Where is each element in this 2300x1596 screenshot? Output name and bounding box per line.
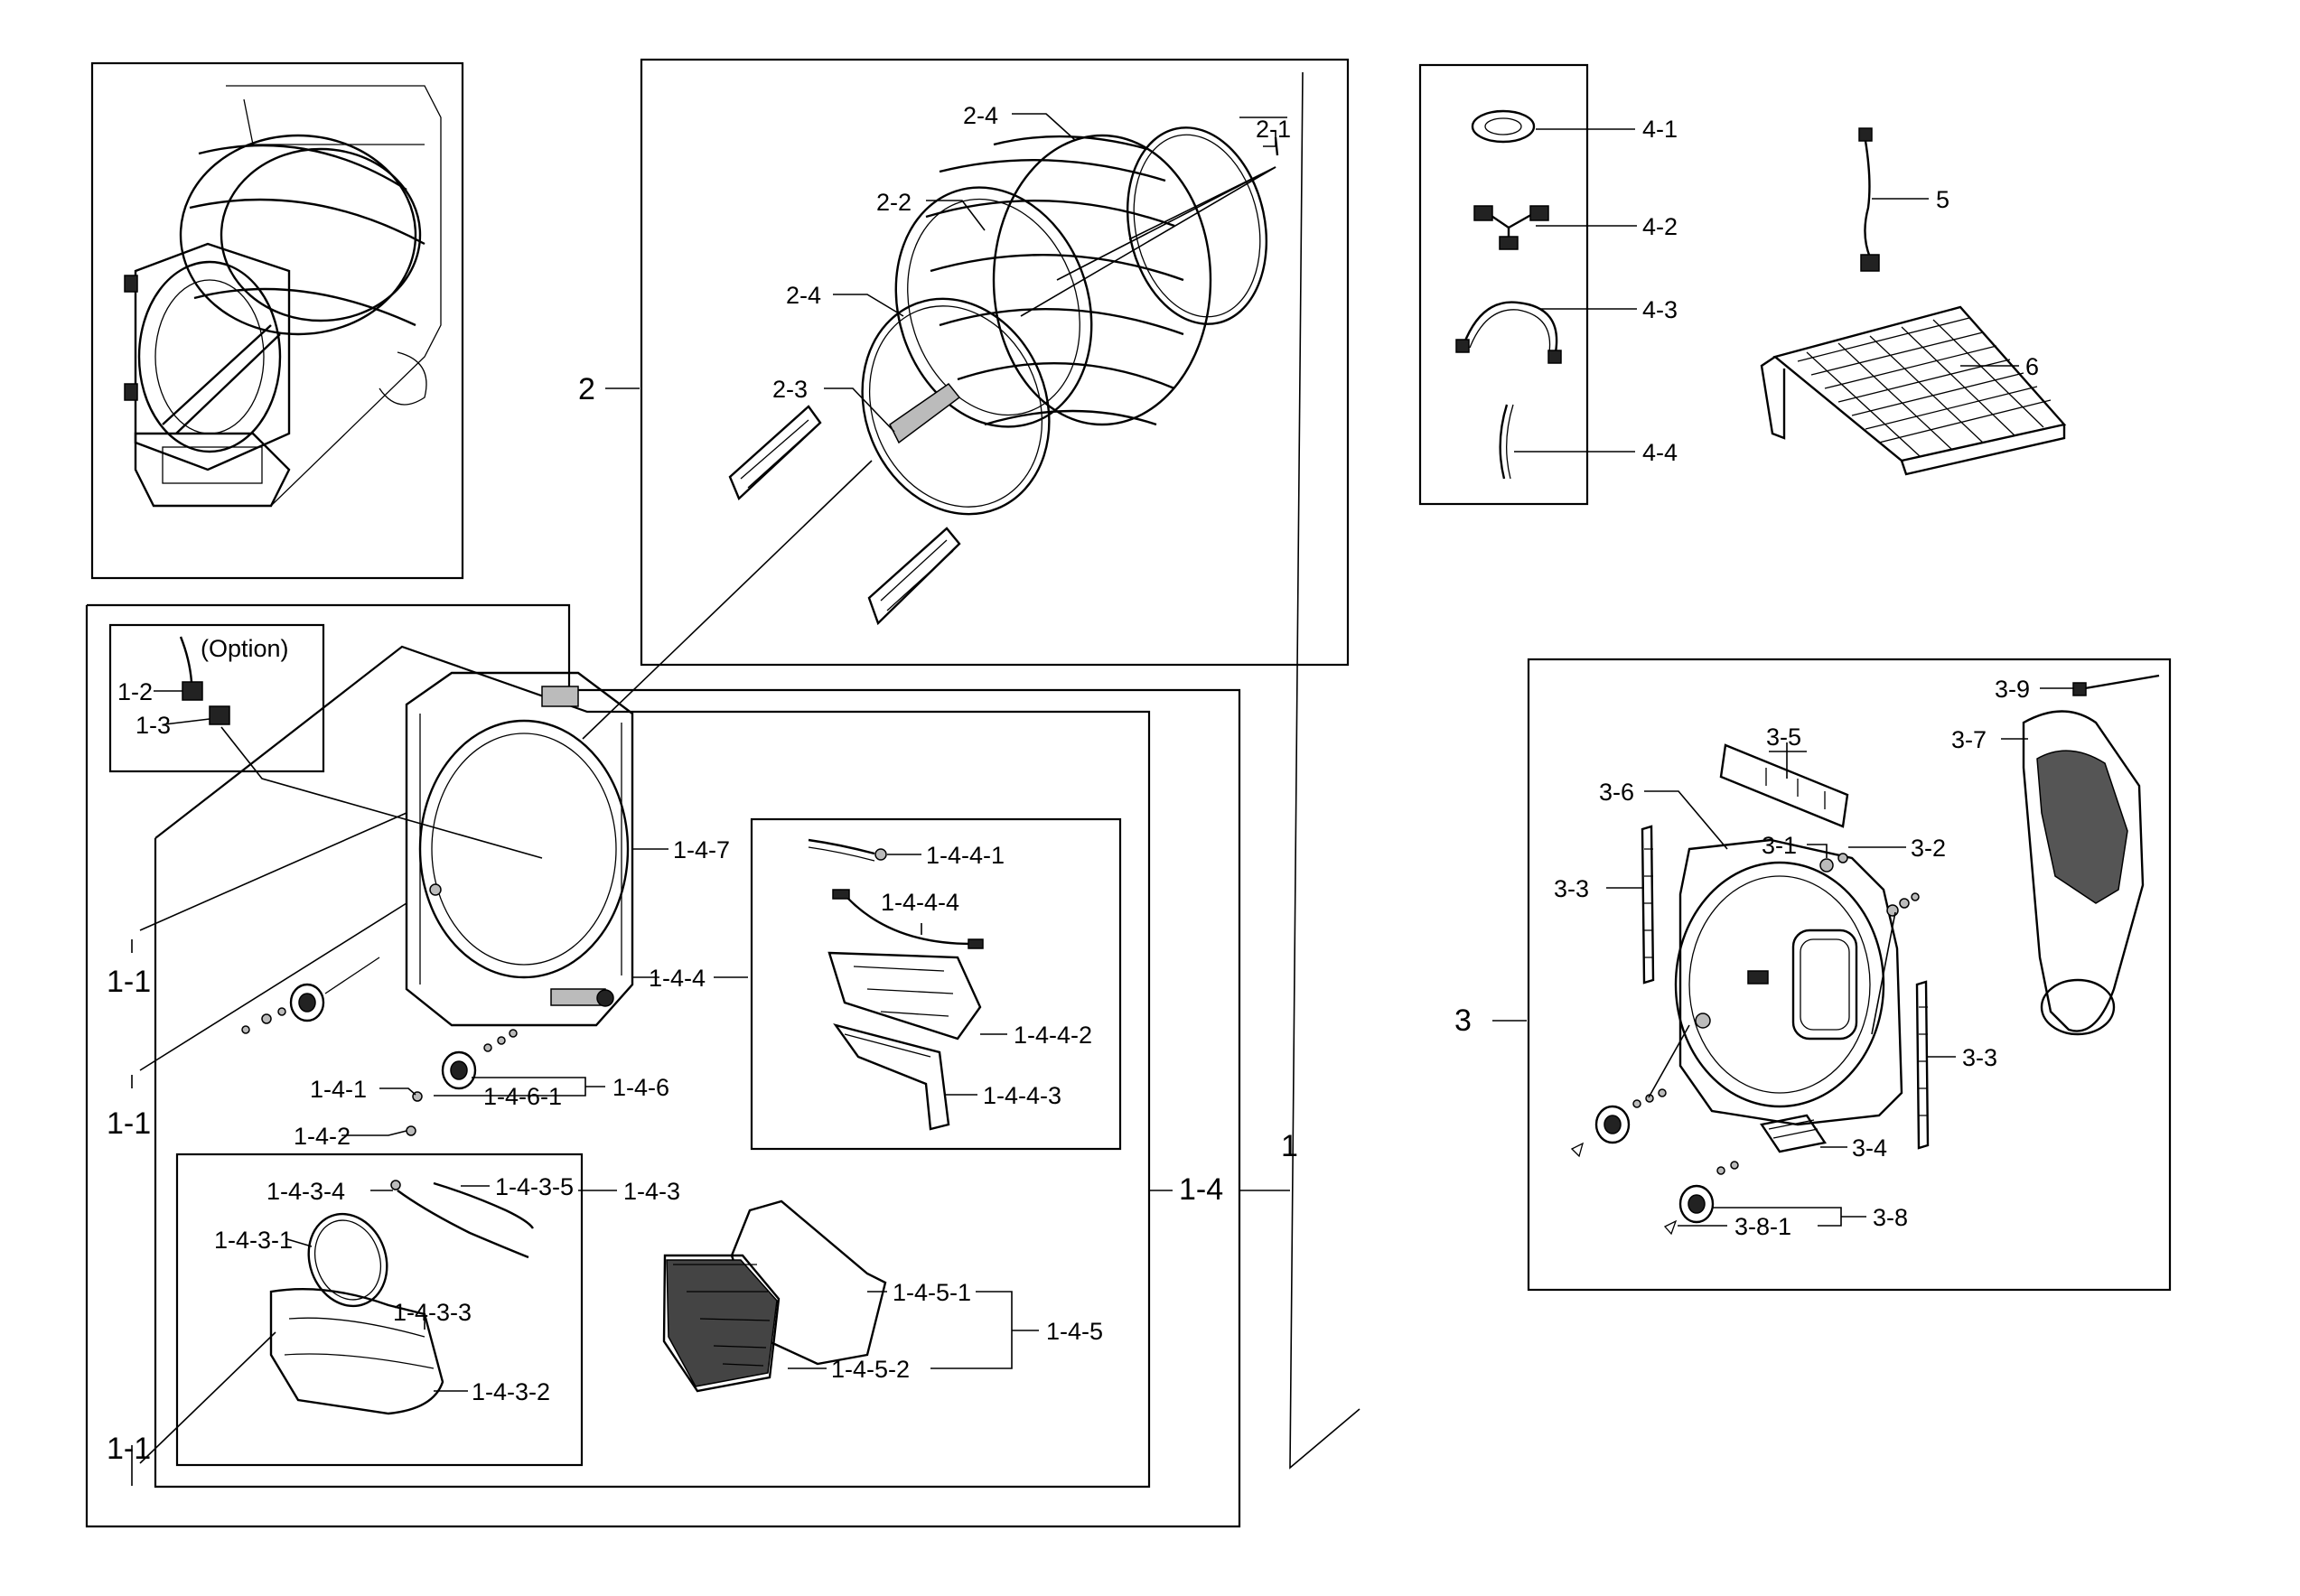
group-4-frame [1418, 63, 1589, 506]
option-frame [108, 623, 325, 773]
label-1-3: 1-3 [136, 712, 171, 739]
label-4-4: 4-4 [1642, 439, 1678, 466]
lifter-left [728, 405, 822, 501]
label-1-4-3-5: 1-4-3-5 [495, 1173, 574, 1200]
ring-2-4-front [861, 297, 1051, 516]
group-2-drum-parts [582, 113, 1287, 740]
y-connector-4-2 [1473, 205, 1549, 250]
bracket-3-5 [1719, 743, 1849, 828]
group-1-line [1289, 71, 1360, 1470]
group-1-4-3-parts [131, 1180, 617, 1486]
label-3-7: 3-7 [1951, 726, 1987, 753]
option-box-parts [154, 636, 543, 859]
label-3-3-right: 3-3 [1962, 1044, 1997, 1071]
duct-3-7 [2022, 710, 2145, 1032]
overview-frame [90, 61, 464, 580]
label-1-4-6-1: 1-4-6-1 [483, 1083, 562, 1110]
label-1-4-5-2: 1-4-5-2 [831, 1356, 910, 1383]
hose-4-3 [1462, 301, 1558, 353]
filter-1-4-5 [662, 1199, 1039, 1393]
label-3-2: 3-2 [1911, 835, 1946, 862]
label-1-4-3-2: 1-4-3-2 [472, 1378, 550, 1405]
label-1-1-mid: 1-1 [107, 1106, 151, 1141]
drum-2-2 [925, 135, 1184, 426]
label-1-4-3-4: 1-4-3-4 [266, 1178, 345, 1205]
label-option: (Option) [201, 635, 289, 662]
rear-panel-3-6 [1678, 838, 1903, 1126]
label-1-4-2: 1-4-2 [294, 1123, 351, 1150]
roller-3-8 [1678, 1184, 1715, 1224]
part-labels: 2-4 2-1 2-2 2-4 2-3 2 4-1 4-2 4-3 4-4 5 … [107, 102, 2039, 1466]
label-1-4-5: 1-4-5 [1046, 1318, 1103, 1345]
group-2-frame [640, 58, 1350, 667]
label-4-3: 4-3 [1642, 296, 1678, 323]
overview-drum-assembly [124, 85, 442, 508]
label-1-4-4-1: 1-4-4-1 [926, 842, 1005, 869]
label-1-4-4-2: 1-4-4-2 [1014, 1022, 1092, 1049]
label-4-1: 4-1 [1642, 116, 1678, 143]
drum-front-rim [894, 186, 1093, 428]
label-3-5: 3-5 [1766, 723, 1801, 751]
label-4-2: 4-2 [1642, 213, 1678, 240]
label-3-4: 3-4 [1852, 1134, 1887, 1162]
group-1-4-frame [154, 645, 1151, 1489]
label-1-1-bottom: 1-1 [107, 1432, 151, 1466]
group-3-frame [1527, 658, 2172, 1292]
drum-rear-rim [992, 134, 1212, 426]
ring-2-4-rear [1126, 126, 1268, 325]
group-1-4-3-frame [175, 1153, 584, 1467]
label-3-8-1: 3-8-1 [1734, 1213, 1791, 1240]
tube-4-4 [1499, 404, 1509, 480]
label-2-3: 2-3 [772, 376, 808, 403]
block-3-4 [1760, 1114, 1827, 1153]
label-3-3-left: 3-3 [1554, 875, 1589, 902]
group-4-parts [1455, 109, 1637, 480]
label-2: 2 [578, 372, 595, 406]
group-1-frame [85, 603, 1241, 1528]
label-1-4-4-4: 1-4-4-4 [881, 889, 959, 916]
lifter-2-3 [889, 382, 961, 444]
label-1-4: 1-4 [1179, 1172, 1223, 1207]
label-1-4-3: 1-4-3 [623, 1178, 680, 1205]
label-3-8: 3-8 [1873, 1204, 1908, 1231]
label-1-4-3-3: 1-4-3-3 [393, 1299, 472, 1326]
group-1-4-4-frame [750, 817, 1122, 1151]
label-1-4-6: 1-4-6 [612, 1074, 669, 1101]
lifter-bottom [867, 527, 961, 626]
label-1-1-top: 1-1 [107, 965, 151, 999]
label-2-4-top: 2-4 [963, 102, 998, 129]
label-1-4-4: 1-4-4 [649, 965, 706, 992]
label-3-9: 3-9 [1995, 676, 2030, 703]
label-1-4-7: 1-4-7 [673, 836, 730, 863]
strip-3-3-left [1641, 825, 1655, 985]
label-1-4-4-3: 1-4-4-3 [983, 1082, 1061, 1109]
washer-4-1 [1471, 109, 1536, 144]
label-1-4-5-1: 1-4-5-1 [893, 1279, 971, 1306]
label-6: 6 [2025, 353, 2039, 380]
label-3-1: 3-1 [1762, 832, 1797, 859]
label-1-4-1: 1-4-1 [310, 1076, 367, 1103]
group-3-parts [1492, 674, 2160, 1236]
part-6-rack [1760, 305, 2067, 476]
misc-leaders [131, 939, 1173, 1191]
label-1-4-3-1: 1-4-3-1 [214, 1227, 293, 1254]
label-1: 1 [1281, 1129, 1298, 1163]
label-2-4-mid: 2-4 [786, 282, 821, 309]
label-5: 5 [1936, 186, 1949, 213]
label-1-2: 1-2 [117, 678, 153, 705]
label-3-6: 3-6 [1599, 779, 1634, 806]
group-1-4-4-parts [808, 838, 1007, 1131]
frames [85, 58, 2172, 1528]
part-5-sensor [1858, 127, 1929, 272]
door-frame-1-4-7 [139, 671, 748, 1071]
rollers-1-4-6 [241, 957, 605, 1136]
strip-3-3-right [1915, 980, 1930, 1150]
label-2-2: 2-2 [876, 189, 912, 216]
label-2-1: 2-1 [1256, 116, 1291, 143]
label-3: 3 [1454, 1003, 1472, 1038]
